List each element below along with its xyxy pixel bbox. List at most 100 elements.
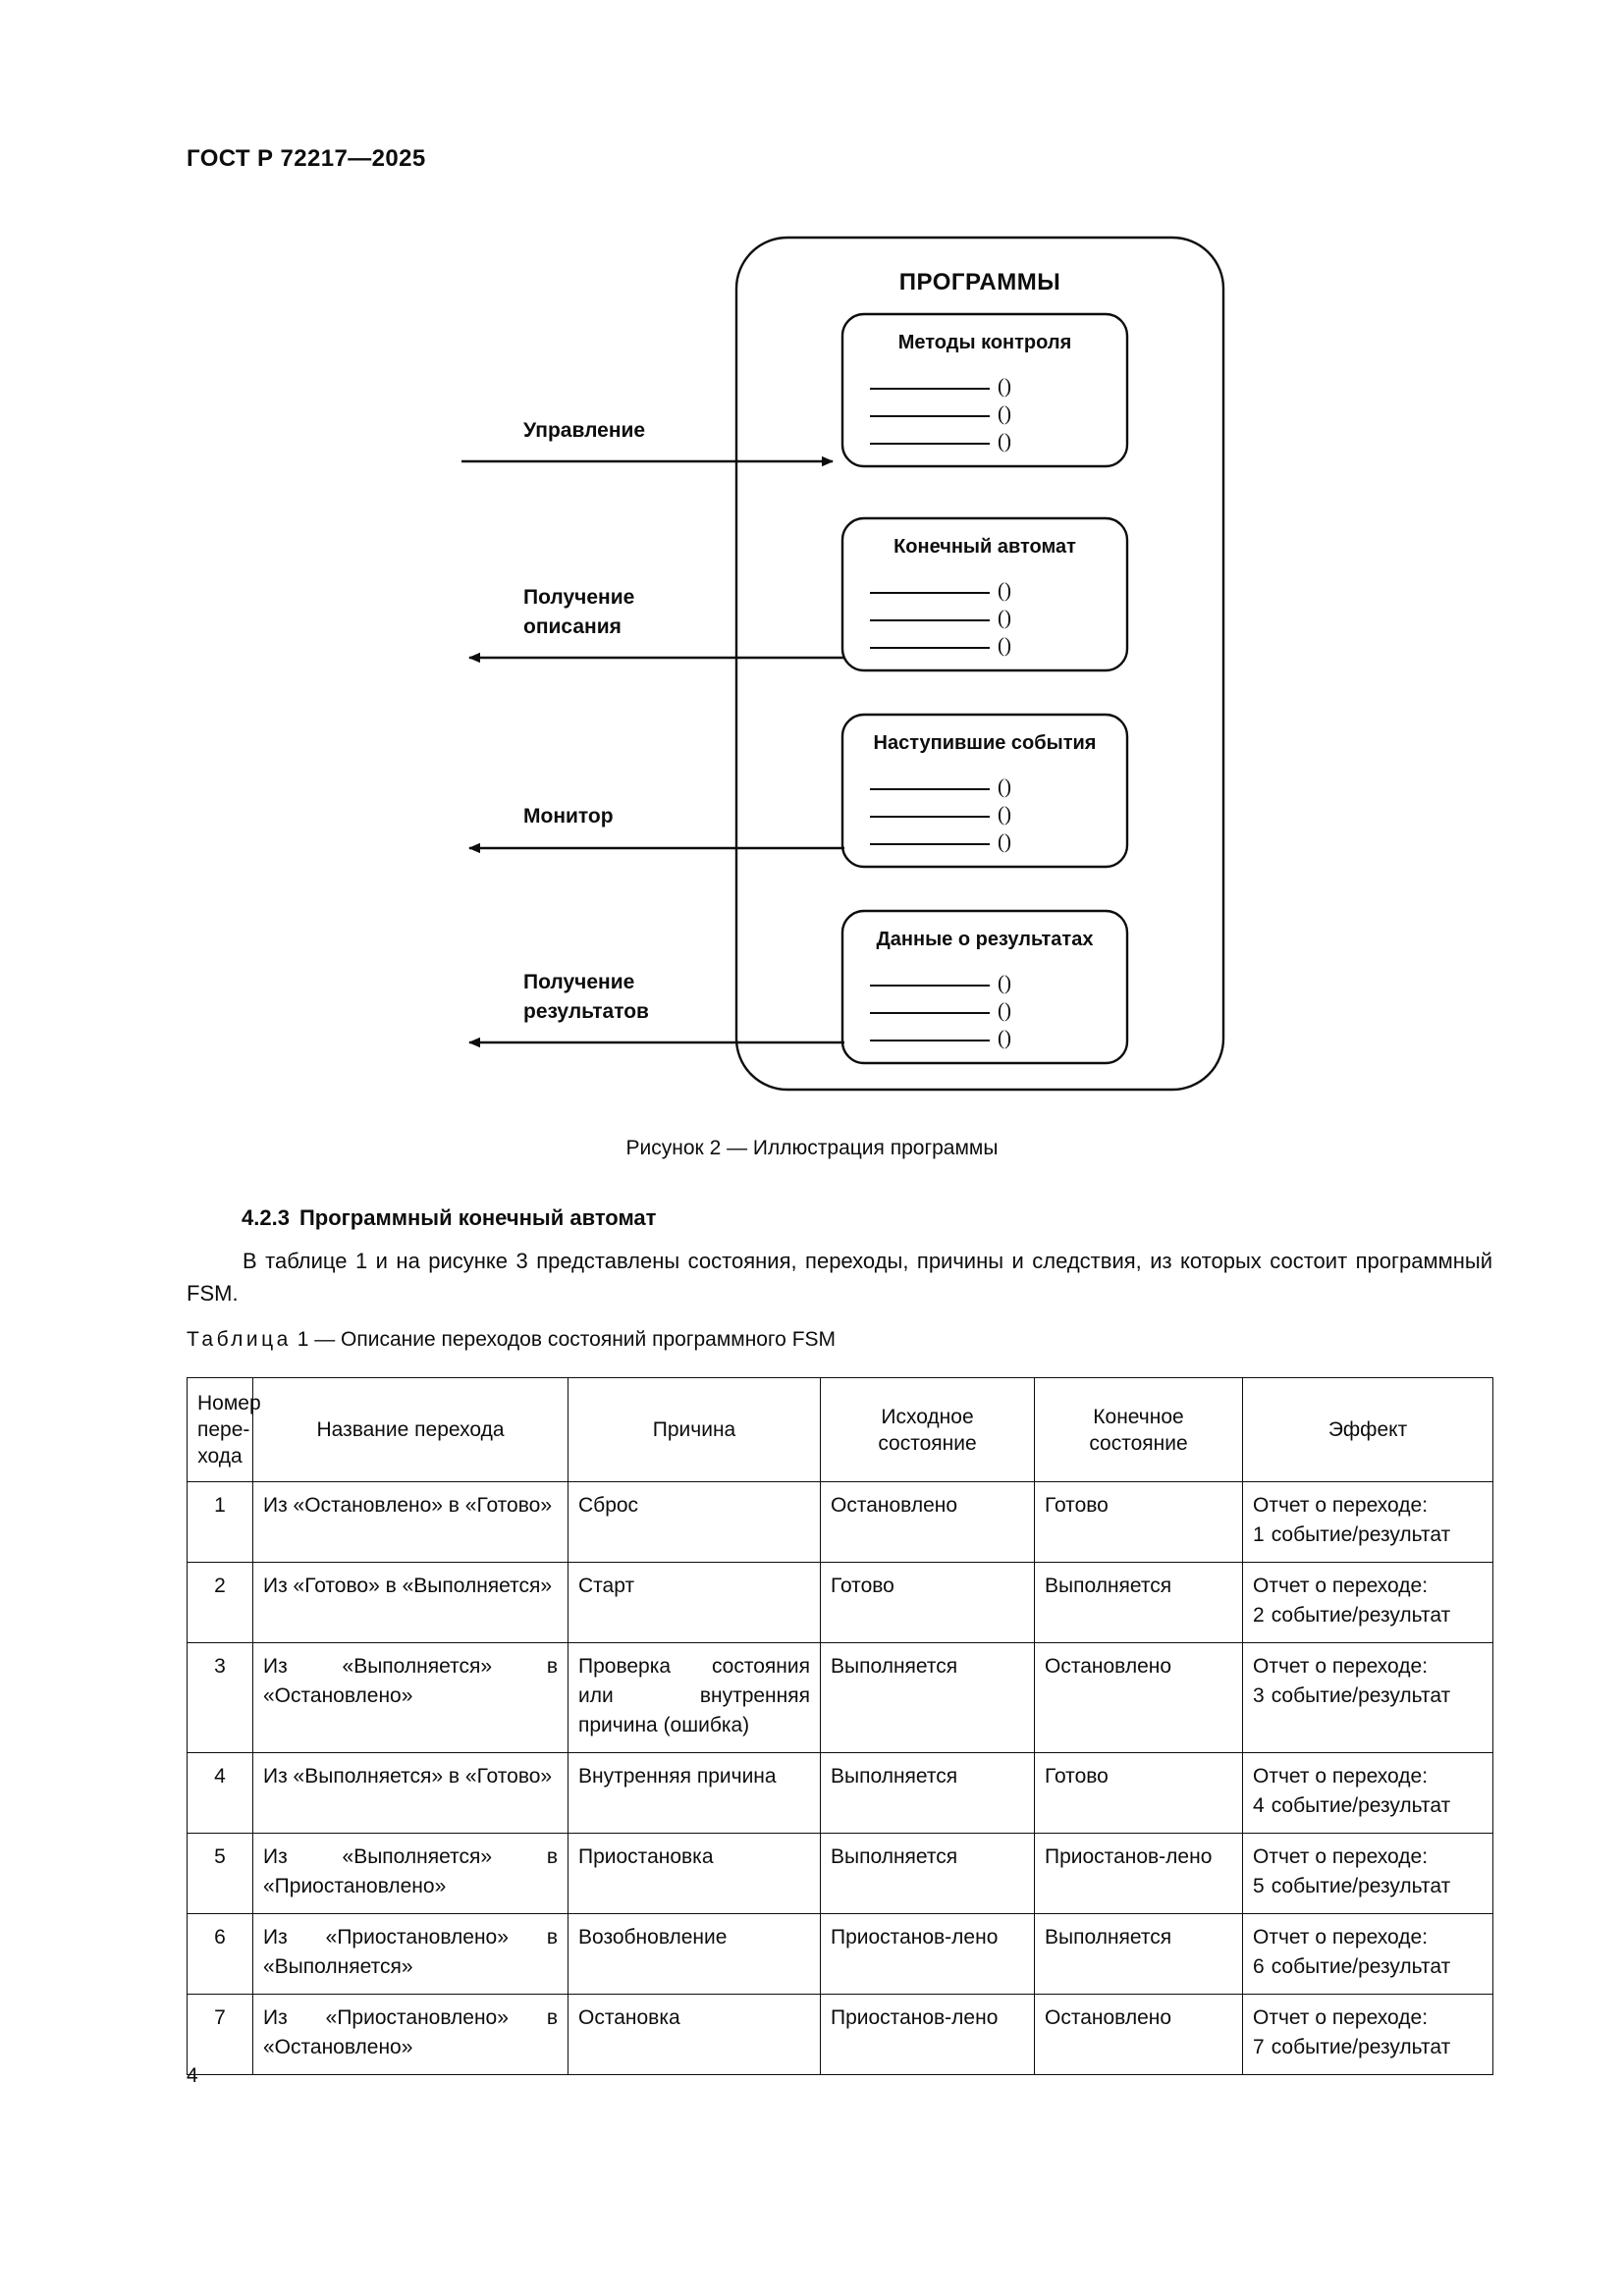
- effect-line-2: событие/результат: [1271, 1955, 1451, 1978]
- effect-line-1: Отчет о переходе:: [1253, 1494, 1429, 1517]
- effect-line-2: событие/результат: [1271, 1523, 1451, 1546]
- cell-source-state: Выполняется: [820, 1752, 1035, 1834]
- cell-number: 6: [187, 1913, 253, 1995]
- cell-effect: Отчет о переходе: 2 событие/результат: [1242, 1562, 1493, 1643]
- table-header-row: Номер пере- хода Название перехода Причи…: [187, 1377, 1493, 1482]
- slot-marker: (): [998, 429, 1011, 453]
- cell-cause: Приостановка: [568, 1833, 821, 1914]
- cell-number: 7: [187, 1994, 253, 2075]
- slot-marker: (): [998, 998, 1011, 1022]
- cell-name: Из «Остановлено» в «Готово»: [252, 1481, 568, 1563]
- cell-target-state: Выполняется: [1034, 1562, 1243, 1643]
- flow-label-2: описания: [523, 615, 622, 638]
- effect-index: 6: [1253, 1955, 1265, 1978]
- column-header-effect: Эффект: [1242, 1377, 1493, 1482]
- cell-target-state: Остановлено: [1034, 1994, 1243, 2075]
- effect-index: 2: [1253, 1604, 1265, 1627]
- programs-container: [734, 236, 1225, 1092]
- column-header-source-state: Исходное состояние: [820, 1377, 1035, 1482]
- table-row: 1 Из «Остановлено» в «Готово» Сброс Оста…: [187, 1481, 1493, 1563]
- table-row: 7 Из «Приостановлено» в «Остановлено» Ос…: [187, 1994, 1493, 2075]
- figure-box-control-methods: Методы контроля () () (): [840, 312, 1129, 468]
- slot-marker: (): [998, 971, 1011, 994]
- table-row: 6 Из «Приостановлено» в «Выполняется» Во…: [187, 1913, 1493, 1995]
- cell-number: 5: [187, 1833, 253, 1914]
- cell-cause: Возобновление: [568, 1913, 821, 1995]
- slot-marker: (): [998, 829, 1011, 853]
- effect-line-2: событие/результат: [1271, 1604, 1451, 1627]
- table-row: 3 Из «Выполняется» в «Остановлено» Прове…: [187, 1642, 1493, 1753]
- cell-name: Из «Приостановлено» в «Выполняется»: [252, 1913, 568, 1995]
- box-outline: [840, 312, 1129, 468]
- header-line: хода: [197, 1445, 243, 1468]
- figure-box-occurred-events: Наступившие события () () (): [840, 713, 1129, 869]
- cell-target-state: Приостанов-лено: [1034, 1833, 1243, 1914]
- fsm-transitions-table: Номер пере- хода Название перехода Причи…: [187, 1377, 1493, 2075]
- cell-target-state: Выполняется: [1034, 1913, 1243, 1995]
- effect-line-1: Отчет о переходе:: [1253, 1845, 1429, 1868]
- cell-name: Из «Выполняется» в «Приостановлено»: [252, 1833, 568, 1914]
- effect-line-1: Отчет о переходе:: [1253, 1765, 1429, 1788]
- table-row: 4 Из «Выполняется» в «Готово» Внутренняя…: [187, 1752, 1493, 1834]
- column-header-cause: Причина: [568, 1377, 821, 1482]
- header-line: Причина: [652, 1418, 736, 1441]
- running-header: ГОСТ Р 72217—2025: [187, 145, 426, 172]
- header-line: пере-: [197, 1418, 250, 1441]
- cell-source-state: Приостанов-лено: [820, 1913, 1035, 1995]
- slot-marker: (): [998, 633, 1011, 657]
- cell-number: 1: [187, 1481, 253, 1563]
- cell-effect: Отчет о переходе: 4 событие/результат: [1242, 1752, 1493, 1834]
- cell-effect: Отчет о переходе: 6 событие/результат: [1242, 1913, 1493, 1995]
- header-line: Эффект: [1327, 1418, 1408, 1441]
- flow-label: Монитор: [523, 805, 614, 828]
- figure-flow-get-results: Получение результатов: [468, 971, 844, 1048]
- effect-line-2: событие/результат: [1271, 2036, 1451, 2058]
- effect-line-1: Отчет о переходе:: [1253, 1575, 1429, 1597]
- table-caption: Таблица 1 — Описание переходов состояний…: [187, 1328, 836, 1352]
- box-title: Методы контроля: [898, 332, 1071, 353]
- effect-line-1: Отчет о переходе:: [1253, 2006, 1429, 2029]
- box-title: Наступившие события: [874, 732, 1097, 754]
- cell-target-state: Готово: [1034, 1481, 1243, 1563]
- cell-cause: Внутренняя причина: [568, 1752, 821, 1834]
- figure-flow-control: Управление: [461, 419, 834, 467]
- effect-line-1: Отчет о переходе:: [1253, 1655, 1429, 1678]
- slot-marker: (): [998, 606, 1011, 629]
- cell-number: 4: [187, 1752, 253, 1834]
- table-caption-rest: 1 — Описание переходов состояний програм…: [297, 1328, 837, 1351]
- effect-line-2: событие/результат: [1271, 1794, 1451, 1817]
- cell-name: Из «Приостановлено» в «Остановлено»: [252, 1994, 568, 2075]
- clause-paragraph: В таблице 1 и на рисунке 3 представлены …: [187, 1249, 1492, 1306]
- box-outline: [840, 909, 1129, 1065]
- column-header-number: Номер пере- хода: [187, 1377, 261, 1482]
- box-title: Данные о результатах: [877, 929, 1094, 950]
- figure-caption: Рисунок 2 — Иллюстрация программы: [625, 1137, 999, 1159]
- cell-target-state: Остановлено: [1034, 1642, 1243, 1753]
- cell-cause: Остановка: [568, 1994, 821, 2075]
- figure-2-svg: ПРОГРАММЫ Методы контроля () () () Конеч…: [461, 236, 1225, 1092]
- cell-name: Из «Выполняется» в «Остановлено»: [252, 1642, 568, 1753]
- cell-cause: Сброс: [568, 1481, 821, 1563]
- slot-marker: (): [998, 1026, 1011, 1049]
- cell-number: 3: [187, 1642, 253, 1753]
- cell-source-state: Готово: [820, 1562, 1035, 1643]
- figure-box-state-machine: Конечный автомат () () (): [840, 516, 1129, 672]
- box-outline: [840, 713, 1129, 869]
- cell-cause: Старт: [568, 1562, 821, 1643]
- figure-flow-get-description: Получение описания: [468, 586, 844, 664]
- flow-label: Управление: [523, 419, 645, 442]
- table-row: 2 Из «Готово» в «Выполняется» Старт Гото…: [187, 1562, 1493, 1643]
- clause-number: 4.2.3: [242, 1205, 290, 1230]
- slot-marker: (): [998, 401, 1011, 425]
- flow-label: Получение: [523, 586, 634, 609]
- effect-index: 4: [1253, 1794, 1265, 1817]
- cell-source-state: Приостанов-лено: [820, 1994, 1035, 2075]
- effect-line-2: событие/результат: [1271, 1875, 1451, 1897]
- slot-marker: (): [998, 802, 1011, 826]
- column-header-target-state: Конечное состояние: [1034, 1377, 1243, 1482]
- flow-label: Получение: [523, 971, 634, 993]
- effect-line-1: Отчет о переходе:: [1253, 1926, 1429, 1949]
